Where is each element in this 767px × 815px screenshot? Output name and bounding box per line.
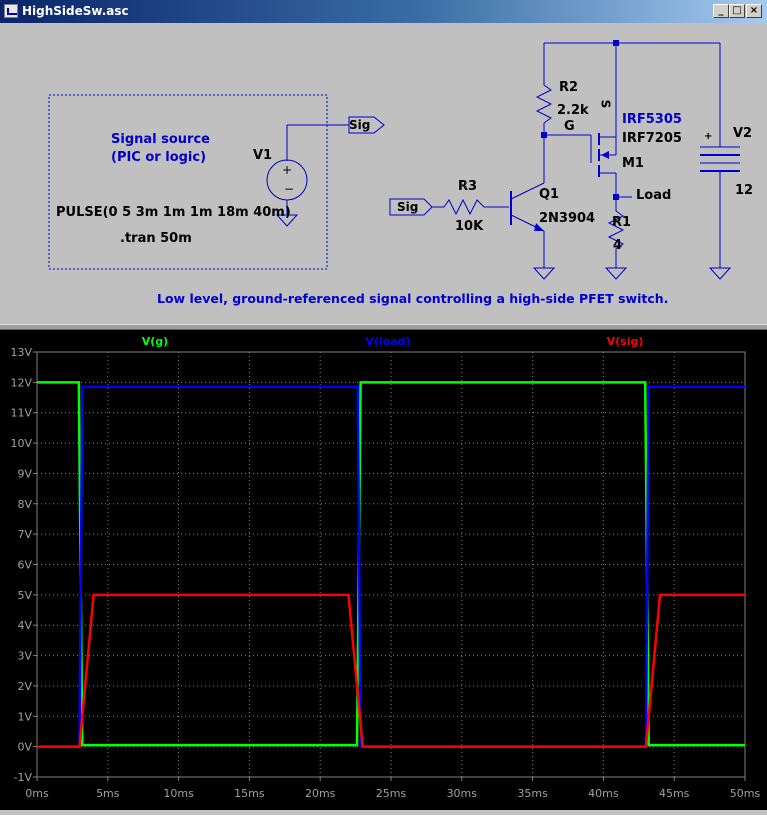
- source-label: S: [598, 99, 613, 109]
- r3-value[interactable]: 10K: [455, 219, 484, 234]
- pane-splitter[interactable]: [0, 324, 767, 330]
- waveform-plot: -1V 0V 1V 2V 3V 4V 5V 6V 7V 8V 9V 10V 11V 12V 13V 0ms 5…: [10, 335, 760, 800]
- v1-plus: +: [282, 163, 292, 177]
- x-tick-label: 30ms: [447, 787, 478, 800]
- ground-q1: [532, 267, 556, 280]
- r3-symbol: [443, 198, 494, 216]
- close-button[interactable]: ×: [746, 4, 762, 18]
- x-tick-label: 35ms: [517, 787, 548, 800]
- y-tick-label: 3V: [17, 650, 32, 663]
- y-axis-ticks: -1V 0V 1V 2V 3V 4V 5V 6V 7V 8V 9V 10V 11V 12V 13V: [10, 346, 37, 784]
- ground-v1: [275, 214, 299, 227]
- y-tick-label: 11V: [10, 407, 32, 420]
- sig-flag-in-label[interactable]: Sig: [397, 200, 419, 214]
- x-tick-label: 45ms: [659, 787, 690, 800]
- window-title: HighSideSw.asc: [22, 4, 129, 18]
- ground-v2: [708, 267, 732, 280]
- sig-flag-out-label[interactable]: Sig: [349, 118, 371, 132]
- ltspice-document-icon: [4, 4, 18, 18]
- x-axis-ticks: 0ms 5ms 10ms 15ms 20ms 25ms 30ms 35ms 40ms 45ms 50…: [25, 777, 760, 800]
- m1-model-label[interactable]: IRF5305: [622, 112, 682, 127]
- schematic-canvas[interactable]: + − Signal source (PIC or logic) V1 PULS…: [4, 23, 763, 323]
- legend-entry-vg[interactable]: V(g): [142, 335, 168, 348]
- signal-source-box: [48, 94, 328, 270]
- gate-label: G: [564, 119, 575, 134]
- y-tick-label: 4V: [17, 619, 32, 632]
- r1-value[interactable]: 4: [613, 238, 623, 253]
- r3-label[interactable]: R3: [458, 179, 478, 194]
- plot-grid: [36, 351, 746, 778]
- r2-label[interactable]: R2: [559, 80, 579, 95]
- waveform-viewer[interactable]: -1V 0V 1V 2V 3V 4V 5V 6V 7V 8V 9V 10V 11V 12V 13V 0ms 5…: [0, 330, 767, 810]
- y-tick-label: 5V: [17, 589, 32, 602]
- v1-value[interactable]: PULSE(0 5 3m 1m 1m 18m 40m): [56, 205, 291, 220]
- sig-flag-out: [348, 116, 385, 134]
- tran-directive[interactable]: .tran 50m: [120, 231, 192, 246]
- plot-series: [37, 381, 745, 748]
- v2-value[interactable]: 12: [735, 183, 754, 198]
- y-tick-label: 1V: [17, 710, 32, 723]
- schematic-comment: Low level, ground-referenced signal cont…: [157, 291, 669, 306]
- y-tick-label: -1V: [14, 771, 33, 784]
- x-tick-label: 40ms: [588, 787, 619, 800]
- m1-value[interactable]: IRF7205: [622, 131, 682, 146]
- x-tick-label: 25ms: [376, 787, 407, 800]
- series-line-vsig: [37, 593, 745, 748]
- series-line-vload: [37, 385, 745, 748]
- x-tick-label: 15ms: [234, 787, 265, 800]
- plot-legend: V(g) V(load) V(sig): [142, 335, 644, 348]
- r2-symbol: [535, 78, 553, 124]
- y-tick-label: 2V: [17, 680, 32, 693]
- v2-plus-marker: +: [704, 131, 713, 142]
- schematic-wires: + −: [48, 40, 740, 280]
- y-tick-label: 9V: [17, 467, 32, 480]
- legend-entry-vsig[interactable]: V(sig): [607, 335, 644, 348]
- y-tick-label: 0V: [17, 741, 32, 754]
- y-tick-label: 12V: [10, 376, 32, 389]
- title-bar[interactable]: HighSideSw.asc _ □ ×: [0, 0, 767, 23]
- y-tick-label: 10V: [10, 437, 32, 450]
- ground-r1: [604, 267, 628, 280]
- y-tick-label: 7V: [17, 528, 32, 541]
- v1-minus: −: [284, 182, 294, 196]
- signal-source-title: Signal source: [111, 132, 210, 147]
- q1-label[interactable]: Q1: [539, 187, 560, 202]
- x-tick-label: 5ms: [96, 787, 120, 800]
- r1-label[interactable]: R1: [612, 215, 632, 230]
- m1-label[interactable]: M1: [622, 156, 644, 171]
- maximize-button[interactable]: □: [729, 4, 745, 18]
- x-tick-label: 10ms: [163, 787, 194, 800]
- y-tick-label: 6V: [17, 559, 32, 572]
- q1-value[interactable]: 2N3904: [539, 211, 596, 226]
- sig-flag-in: [389, 198, 433, 216]
- x-tick-label: 50ms: [730, 787, 761, 800]
- signal-source-subtitle: (PIC or logic): [111, 150, 207, 165]
- y-tick-label: 13V: [10, 346, 32, 359]
- x-tick-label: 20ms: [305, 787, 336, 800]
- r2-value[interactable]: 2.2k: [557, 103, 589, 118]
- minimize-button[interactable]: _: [713, 4, 729, 18]
- v1-label[interactable]: V1: [253, 148, 273, 163]
- x-tick-label: 0ms: [25, 787, 49, 800]
- v2-label[interactable]: V2: [733, 126, 753, 141]
- load-net-label[interactable]: Load: [636, 188, 672, 203]
- legend-entry-vload[interactable]: V(load): [365, 335, 410, 348]
- r1-symbol: [607, 210, 625, 268]
- y-tick-label: 8V: [17, 498, 32, 511]
